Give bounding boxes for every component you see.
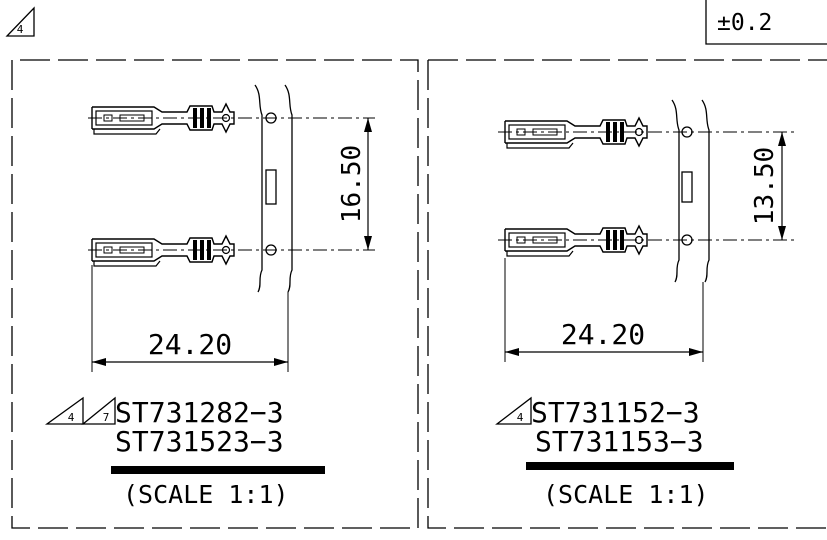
right-pitch-dimension: 13.50 bbox=[750, 132, 786, 240]
revision-number: 4 bbox=[17, 23, 24, 36]
right-scale-label: (SCALE 1:1) bbox=[543, 480, 709, 509]
right-length-dimension: 24.20 bbox=[504, 258, 704, 362]
left-part-number-1: ST731282−3 bbox=[115, 396, 284, 429]
right-part-number-2: ST731153−3 bbox=[535, 425, 704, 458]
right-length-value: 24.20 bbox=[561, 318, 645, 351]
tolerance-box: ±0.2 bbox=[705, 0, 827, 45]
revision-triangle-header: 4 bbox=[5, 6, 35, 37]
left-view-frame bbox=[11, 59, 419, 529]
tolerance-value: ±0.2 bbox=[717, 10, 772, 36]
left-underline-bar bbox=[111, 466, 325, 474]
right-underline-bar bbox=[526, 462, 734, 470]
right-rev-mark-1: 4 bbox=[495, 396, 532, 425]
left-rev-mark-2: 7 bbox=[81, 396, 116, 425]
left-pitch-dimension: 16.50 bbox=[337, 118, 372, 250]
right-pitch-value: 13.50 bbox=[750, 147, 780, 225]
svg-text:7: 7 bbox=[103, 411, 110, 424]
left-pitch-value: 16.50 bbox=[337, 145, 367, 223]
svg-text:4: 4 bbox=[517, 411, 524, 424]
left-rev-mark-1: 4 bbox=[44, 396, 84, 425]
left-length-value: 24.20 bbox=[148, 328, 232, 361]
svg-text:4: 4 bbox=[68, 411, 75, 424]
left-terminal-strip bbox=[88, 84, 375, 293]
right-view-frame bbox=[427, 59, 827, 529]
left-part-number-2: ST731523−3 bbox=[115, 425, 284, 458]
left-length-dimension: 24.20 bbox=[91, 265, 289, 372]
left-scale-label: (SCALE 1:1) bbox=[123, 480, 289, 509]
right-terminal-strip bbox=[498, 99, 795, 283]
right-part-number-1: ST731152−3 bbox=[531, 396, 700, 429]
